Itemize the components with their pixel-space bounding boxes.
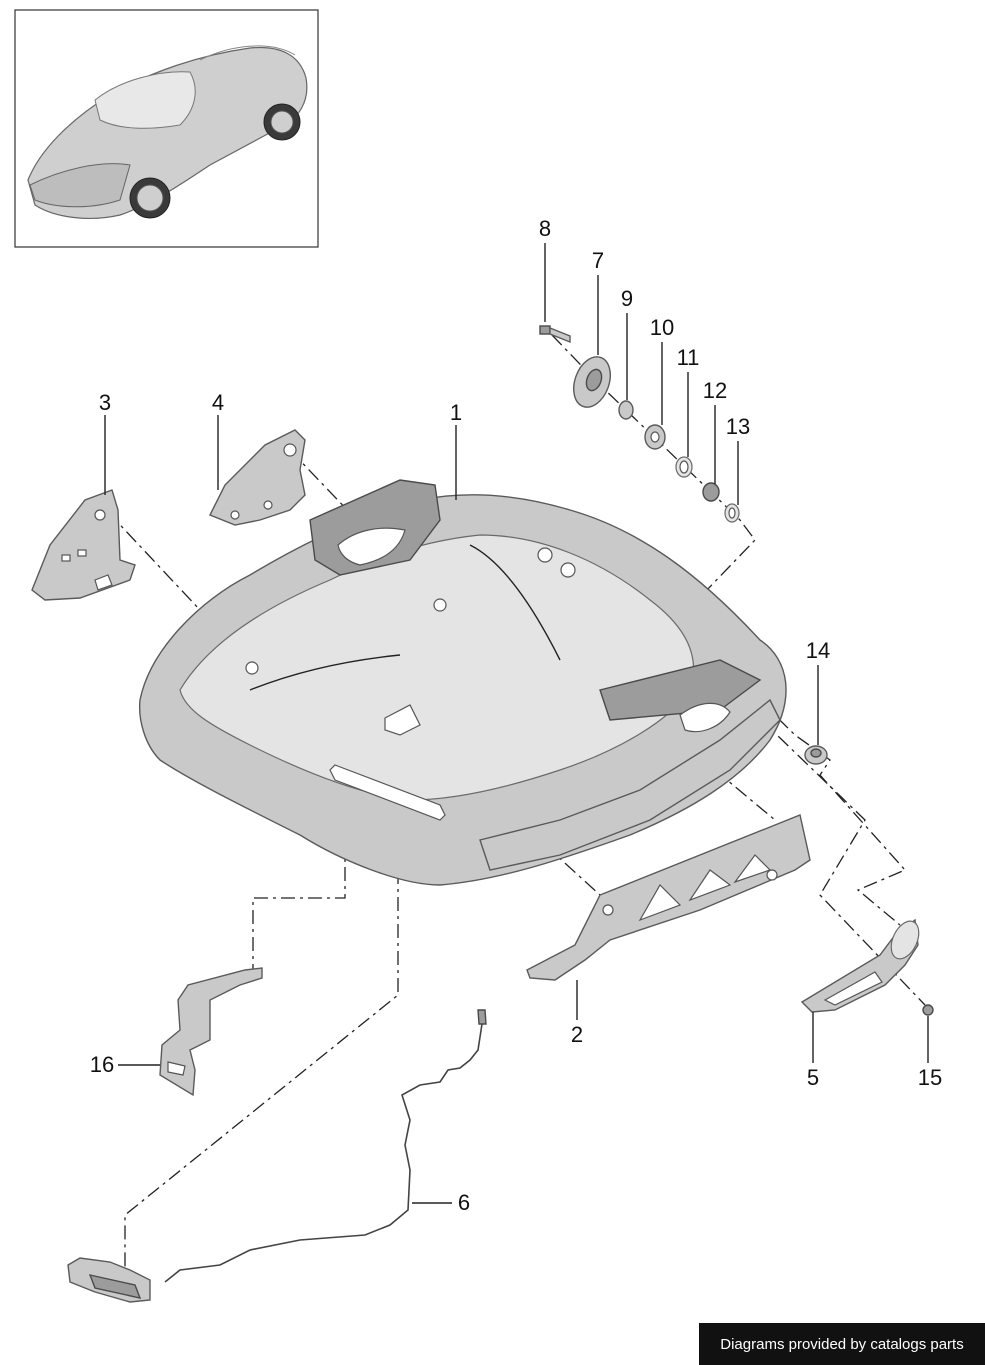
assembly-lines (107, 334, 926, 1275)
callout-10: 10 (650, 315, 674, 340)
callout-12: 12 (703, 378, 727, 403)
callout-4: 4 (212, 390, 224, 415)
footer-credit-text: Diagrams provided by catalogs parts (720, 1335, 964, 1353)
part-1-seat-frame (138, 479, 787, 886)
part-7-disc (573, 356, 611, 408)
part-10-washer (644, 424, 666, 450)
callout-16: 16 (90, 1052, 114, 1077)
callout-15: 15 (918, 1065, 942, 1090)
callout-13: 13 (726, 414, 750, 439)
callout-labels: 1 2 3 4 5 6 7 8 9 10 11 12 13 14 15 16 (90, 216, 942, 1215)
footer-credit-badge: Diagrams provided by catalogs parts (699, 1323, 985, 1365)
part-4-upper-bracket (209, 429, 306, 526)
part-15-screw (922, 1004, 934, 1016)
part-9-spacer (618, 400, 634, 420)
callout-3: 3 (99, 390, 111, 415)
part-16-lower-bracket (159, 967, 263, 1097)
callout-7: 7 (592, 248, 604, 273)
callout-1: 1 (450, 400, 462, 425)
part-14-grommet (804, 745, 828, 765)
part-5-handle (800, 918, 920, 1013)
callout-5: 5 (807, 1065, 819, 1090)
part-8-bolt (539, 325, 571, 344)
vehicle-thumbnail (14, 9, 319, 248)
callout-9: 9 (621, 286, 633, 311)
part-13-clip (724, 503, 740, 523)
part-6-wiring-harness (67, 1009, 487, 1303)
callout-leaders (104, 243, 929, 1204)
car-illustration (27, 45, 308, 219)
part-11-ring (675, 456, 693, 478)
callout-8: 8 (539, 216, 551, 241)
callout-6: 6 (458, 1190, 470, 1215)
callout-14: 14 (806, 638, 830, 663)
part-3-left-bracket (31, 489, 136, 601)
callout-11: 11 (677, 345, 700, 370)
part-12-nut (702, 482, 720, 502)
part-2-side-bracket (526, 814, 811, 981)
callout-2: 2 (571, 1022, 583, 1047)
